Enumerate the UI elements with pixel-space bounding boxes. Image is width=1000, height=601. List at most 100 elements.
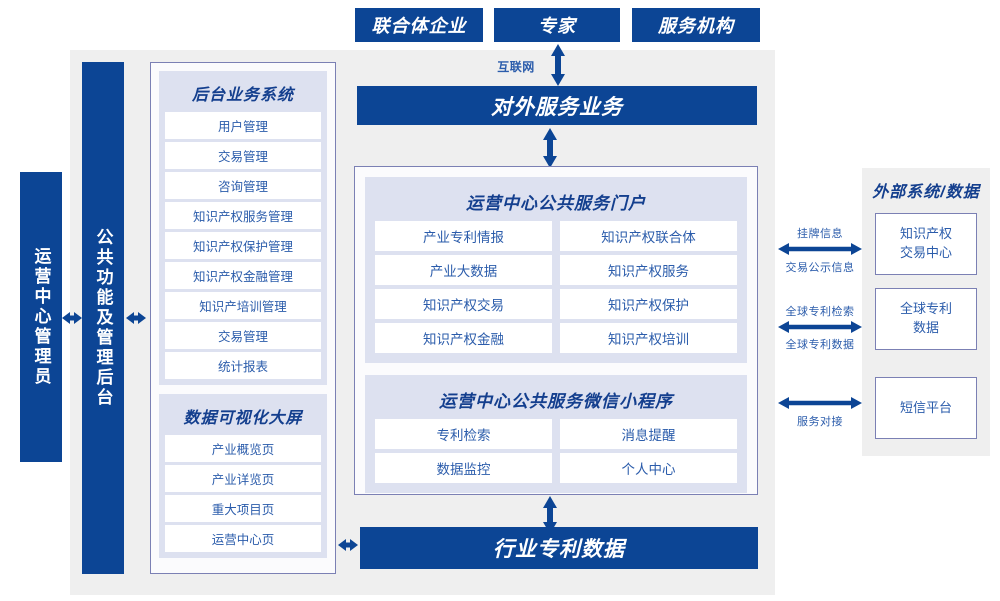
portal-item[interactable]: 产业大数据	[375, 255, 552, 285]
bigscreen-item[interactable]: 重大项目页	[165, 495, 321, 522]
portal-item[interactable]: 知识产权培训	[560, 323, 737, 353]
miniprogram-item-label: 个人中心	[621, 462, 676, 477]
external-box-ip-trading-center[interactable]: 知识产权 交易中心	[875, 213, 977, 275]
external-connection-3-below-label: 服务对接	[797, 416, 843, 428]
external-connection-1-below-label: 交易公示信息	[785, 262, 855, 274]
external-box-global-patent-data[interactable]: 全球专利 数据	[875, 288, 977, 350]
service-to-center-arrow	[540, 128, 560, 168]
bigscreen-item-label: 运营中心页	[211, 533, 275, 547]
bigscreen-item[interactable]: 运营中心页	[165, 525, 321, 552]
miniprogram-title: 运营中心公共服务微信小程序	[439, 392, 673, 411]
bigscreen-item[interactable]: 产业详览页	[165, 465, 321, 492]
portal-title: 运营中心公共服务门户	[466, 194, 646, 213]
external-box-line2: 交易中心	[899, 245, 952, 260]
portal-item[interactable]: 知识产权服务	[560, 255, 737, 285]
miniprogram-item[interactable]: 消息提醒	[560, 419, 737, 449]
backend-item[interactable]: 知识产培训管理	[165, 292, 321, 319]
portal-item[interactable]: 知识产权联合体	[560, 221, 737, 251]
portal-item-label: 知识产权服务	[608, 264, 689, 279]
external-connection-2-below-label: 全球专利数据	[785, 339, 855, 351]
top-actor-服务机构[interactable]: 服务机构	[632, 8, 760, 42]
external-connection-3-arrow	[778, 395, 862, 411]
industry-patent-data-label: 行业专利数据	[493, 538, 625, 561]
portal-item[interactable]: 知识产权金融	[375, 323, 552, 353]
miniprogram-item-grid: 专利检索 消息提醒 数据监控 个人中心	[375, 419, 737, 483]
top-actor-联合体企业[interactable]: 联合体企业	[355, 8, 483, 42]
external-connection-1-above-label: 挂牌信息	[797, 228, 843, 240]
bigscreen-item[interactable]: 产业概览页	[165, 435, 321, 462]
external-box-line1: 知识产权	[899, 226, 952, 242]
miniprogram-item-label: 专利检索	[436, 428, 491, 443]
internet-label: 互联网	[497, 60, 535, 74]
miniprogram-item[interactable]: 数据监控	[375, 453, 552, 483]
portal-item-label: 知识产权金融	[423, 332, 504, 347]
backend-item-label: 用户管理	[217, 120, 268, 134]
external-connection-2-arrow	[778, 319, 862, 335]
portal-item-label: 产业大数据	[429, 264, 498, 279]
backend-item-label: 知识产权保护管理	[192, 240, 293, 254]
portal-item[interactable]: 产业专利情报	[375, 221, 552, 251]
internet-arrow	[548, 44, 568, 86]
portal-item[interactable]: 知识产权交易	[375, 289, 552, 319]
backend-item-label: 交易管理	[217, 330, 268, 344]
common-to-backend-arrow	[126, 308, 146, 328]
bigscreen-group: 数据可视化大屏 产业概览页 产业详览页 重大项目页 运营中心页	[159, 394, 327, 558]
operator-to-common-arrow	[62, 308, 82, 328]
left-bar-label: 运营中心管理员	[31, 247, 51, 387]
external-box-line1: 短信平台	[899, 399, 952, 415]
portal-item-grid: 产业专利情报 知识产权联合体 产业大数据 知识产权服务 知识产权交易 知识产权保…	[375, 221, 737, 353]
backend-item-list: 用户管理 交易管理 咨询管理 知识产权服务管理 知识产权保护管理 知识产权金融管…	[165, 112, 321, 379]
backend-item[interactable]: 知识产权保护管理	[165, 232, 321, 259]
bigscreen-to-industry-arrow	[338, 535, 358, 555]
portal-item-label: 知识产权联合体	[601, 230, 696, 245]
left-bar-operator[interactable]: 运营中心管理员	[20, 172, 62, 462]
backend-item-label: 统计报表	[217, 360, 268, 374]
external-box-sms-platform[interactable]: 短信平台	[875, 377, 977, 439]
bigscreen-item-label: 产业详览页	[211, 473, 275, 487]
external-connection-2-above-label: 全球专利检索	[785, 306, 855, 318]
bigscreen-item-label: 重大项目页	[211, 503, 275, 517]
center-to-industry-arrow	[540, 496, 560, 534]
miniprogram-item[interactable]: 个人中心	[560, 453, 737, 483]
backend-frame: 后台业务系统 用户管理 交易管理 咨询管理 知识产权服务管理 知识产权保护管理 …	[150, 62, 336, 574]
external-box-line1: 全球专利	[899, 301, 952, 317]
portal-item-label: 产业专利情报	[423, 230, 504, 245]
miniprogram-item-label: 消息提醒	[621, 428, 676, 443]
backend-item[interactable]: 咨询管理	[165, 172, 321, 199]
backend-item-label: 咨询管理	[217, 180, 268, 194]
bigscreen-item-label: 产业概览页	[211, 443, 275, 457]
backend-item[interactable]: 交易管理	[165, 142, 321, 169]
backend-item[interactable]: 知识产权金融管理	[165, 262, 321, 289]
miniprogram-item[interactable]: 专利检索	[375, 419, 552, 449]
top-actor-label: 联合体企业	[371, 16, 467, 36]
center-services-frame: 运营中心公共服务门户 产业专利情报 知识产权联合体 产业大数据 知识产权服务 知…	[354, 166, 758, 495]
backend-item-label: 知识产权金融管理	[192, 270, 293, 284]
industry-patent-data-bar[interactable]: 行业专利数据	[360, 527, 758, 569]
external-service-bar[interactable]: 对外服务业务	[357, 86, 757, 125]
backend-title: 后台业务系统	[191, 87, 294, 104]
portal-item-label: 知识产权保护	[608, 298, 689, 313]
backend-item[interactable]: 统计报表	[165, 352, 321, 379]
backend-item[interactable]: 知识产权服务管理	[165, 202, 321, 229]
top-actor-专家[interactable]: 专家	[494, 8, 620, 42]
miniprogram-group: 运营中心公共服务微信小程序 专利检索 消息提醒 数据监控 个人中心	[365, 375, 747, 493]
portal-item-label: 知识产权培训	[608, 332, 689, 347]
backend-item-label: 知识产权服务管理	[192, 210, 293, 224]
bigscreen-item-list: 产业概览页 产业详览页 重大项目页 运营中心页	[165, 435, 321, 552]
backend-group: 后台业务系统 用户管理 交易管理 咨询管理 知识产权服务管理 知识产权保护管理 …	[159, 71, 327, 385]
external-service-bar-label: 对外服务业务	[491, 95, 623, 119]
left-bar-common-functions[interactable]: 公共功能及管理后台	[82, 62, 124, 574]
external-connection-1-arrow	[778, 241, 862, 257]
backend-item[interactable]: 交易管理	[165, 322, 321, 349]
backend-item-label: 交易管理	[217, 150, 268, 164]
backend-item-label: 知识产培训管理	[199, 300, 287, 314]
external-systems-title: 外部系统/数据	[872, 184, 980, 201]
external-box-line2: 数据	[912, 320, 939, 335]
left-bar-label: 公共功能及管理后台	[93, 228, 113, 408]
backend-item[interactable]: 用户管理	[165, 112, 321, 139]
portal-item[interactable]: 知识产权保护	[560, 289, 737, 319]
miniprogram-item-label: 数据监控	[436, 462, 491, 477]
top-actor-label: 专家	[538, 16, 576, 36]
bigscreen-title: 数据可视化大屏	[183, 410, 303, 427]
